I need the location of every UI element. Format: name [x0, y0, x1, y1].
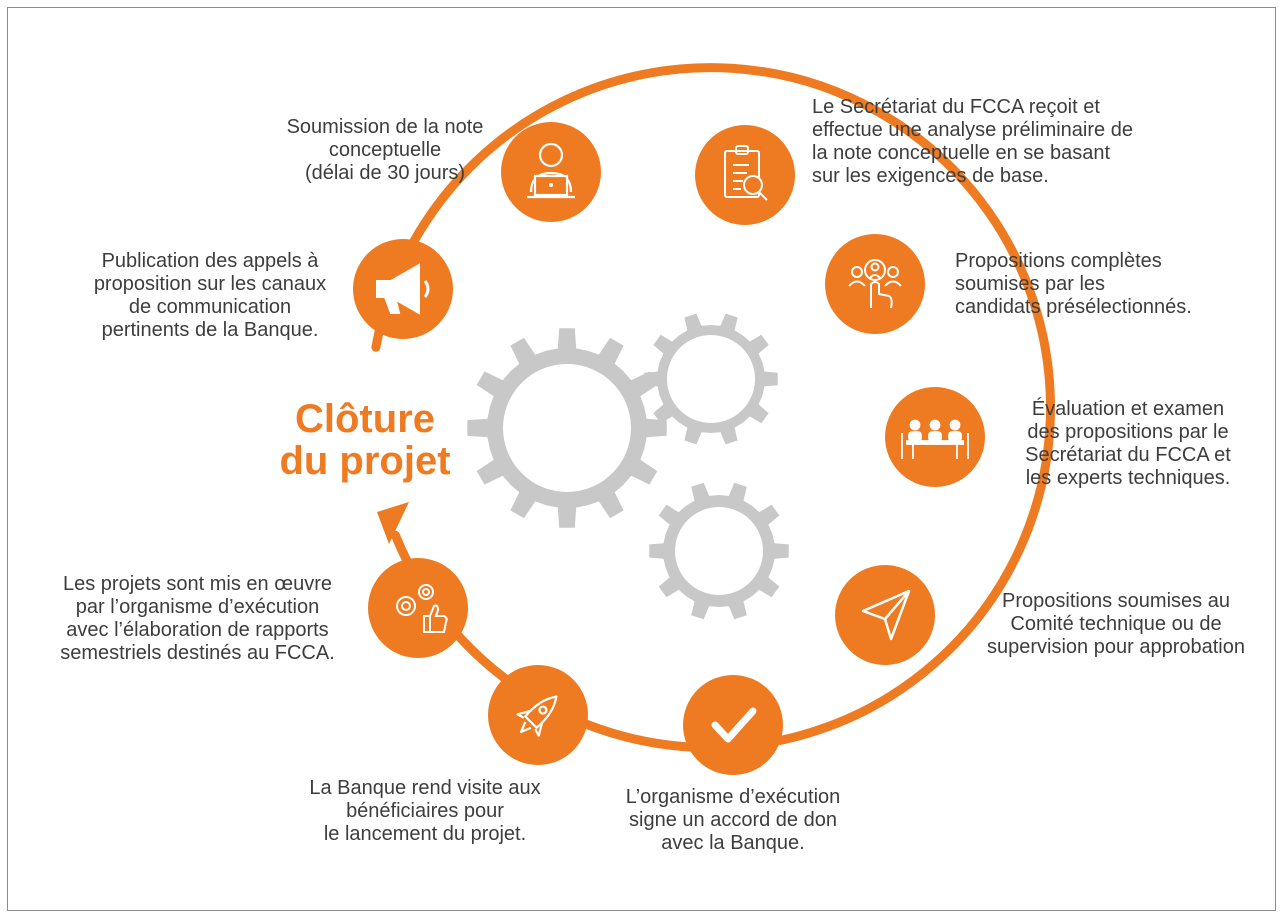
- cycle-ring: [371, 63, 1055, 753]
- step-circle-launch: [488, 665, 588, 765]
- diagram-frame: [7, 7, 1276, 911]
- user-laptop-icon: [527, 142, 575, 199]
- people-selection-icon: [848, 259, 902, 309]
- meeting-icon: [901, 419, 969, 459]
- step-label-publication: Publication des appels à proposition sur…: [93, 250, 327, 341]
- large-gear: [467, 328, 667, 528]
- step-circle-approval: [835, 565, 935, 665]
- step-circle-submission: [501, 122, 601, 222]
- clipboard-search-icon: [724, 145, 768, 201]
- step-circle-implementation: [368, 558, 468, 658]
- step-circle-full-proposals: [825, 234, 925, 334]
- gears-illustration: [467, 313, 789, 620]
- center-label-project-closure: Clôture du projet: [279, 397, 451, 483]
- step-label-evaluation: Évaluation et examen des propositions pa…: [1025, 398, 1231, 489]
- step-label-implementation: Les projets sont mis en œuvre par l’orga…: [60, 573, 335, 664]
- step-label-preliminary-analysis: Le Secrétariat du FCCA reçoit et effectu…: [812, 96, 1133, 187]
- step-circle-evaluation: [885, 387, 985, 487]
- step-label-approval: Propositions soumises au Comité techniqu…: [987, 590, 1245, 658]
- step-label-launch: La Banque rend visite aux bénéficiaires …: [309, 777, 541, 845]
- upper-small-gear: [644, 313, 778, 445]
- gears-thumbs-up-icon: [396, 584, 448, 633]
- cycle-arrowhead: [377, 502, 409, 544]
- step-circle-grant-agreement: [683, 675, 783, 775]
- paper-plane-icon: [861, 589, 911, 641]
- lower-small-gear: [649, 482, 789, 620]
- step-label-full-proposals: Propositions complètes soumises par les …: [955, 250, 1192, 318]
- rocket-icon: [516, 695, 558, 737]
- step-circle-publication: [353, 239, 453, 339]
- step-circle-preliminary-analysis: [695, 125, 795, 225]
- megaphone-icon: [376, 263, 430, 315]
- step-label-submission: Soumission de la note conceptuelle (déla…: [286, 116, 484, 184]
- checkmark-icon: [711, 707, 757, 743]
- step-label-grant-agreement: L’organisme d’exécution signe un accord …: [625, 786, 841, 854]
